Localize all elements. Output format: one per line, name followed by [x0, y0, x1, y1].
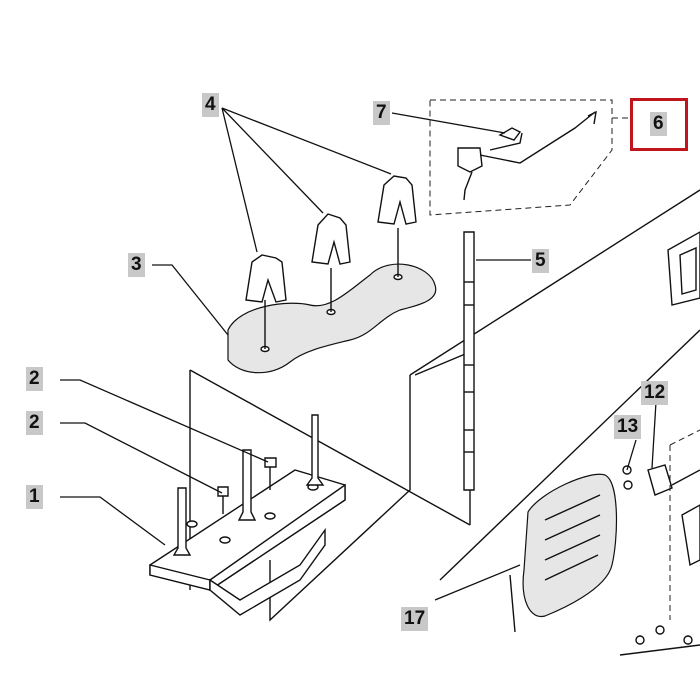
- callout-2-lower: 2: [26, 411, 43, 435]
- callout-17: 17: [401, 607, 429, 631]
- callout-1: 1: [26, 485, 43, 509]
- spool-plate-part: [227, 228, 437, 374]
- thread-guide-assembly: [429, 99, 630, 216]
- presser-plate-part: [509, 473, 618, 633]
- small-fittings: [619, 625, 700, 656]
- spindle-rod-part: [463, 231, 475, 491]
- spool-cap-parts: [245, 175, 417, 303]
- callout-4: 4: [202, 93, 219, 117]
- bracket-parts: [622, 429, 700, 620]
- guide-lines: [189, 189, 700, 622]
- callout-2-upper: 2: [26, 367, 43, 391]
- callout-3: 3: [128, 253, 145, 277]
- screw-parts: [217, 457, 277, 514]
- machine-body-part: [667, 231, 700, 306]
- leader-lines: [60, 107, 657, 601]
- callout-6: 6: [650, 112, 667, 136]
- callout-7: 7: [373, 101, 390, 125]
- callout-12: 12: [641, 381, 669, 405]
- spool-pins: [172, 414, 325, 556]
- base-plate-part: [149, 469, 346, 616]
- callout-5: 5: [532, 249, 549, 273]
- callout-13: 13: [614, 415, 642, 439]
